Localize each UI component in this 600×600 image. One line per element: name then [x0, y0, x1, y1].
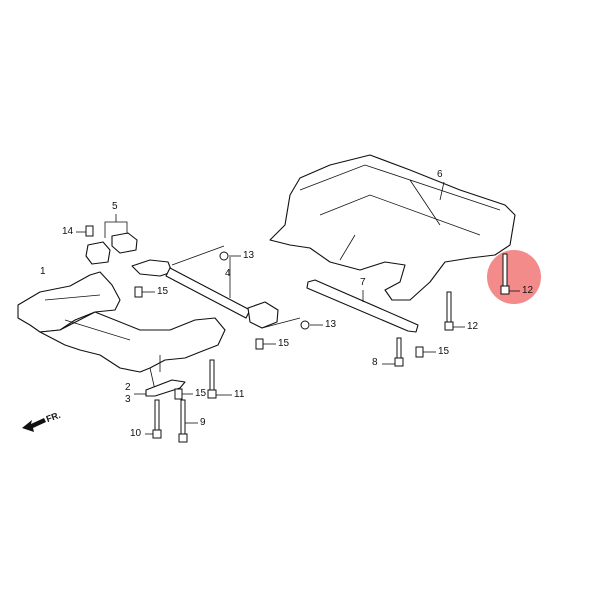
bolt-part-10[interactable]: [145, 399, 162, 439]
callout-5[interactable]: 5: [112, 201, 118, 212]
callout-14[interactable]: 14: [62, 226, 74, 237]
rear-subframe-part-6[interactable]: [269, 154, 516, 301]
bolt-part-12[interactable]: [444, 291, 465, 331]
bolt-part-11[interactable]: [207, 359, 232, 399]
callout-13[interactable]: 13: [325, 319, 337, 330]
bolt-part-15[interactable]: [134, 286, 155, 298]
bolt-part-15[interactable]: [415, 346, 436, 358]
callout-4[interactable]: 4: [225, 268, 231, 279]
callout-15[interactable]: 15: [278, 338, 290, 349]
callout-7[interactable]: 7: [360, 277, 366, 288]
callout-12[interactable]: 12: [467, 321, 479, 332]
bolt-part-14[interactable]: [76, 225, 94, 237]
brace-part-2-3[interactable]: [134, 379, 186, 397]
nut-part-13[interactable]: [300, 320, 323, 330]
callout-13[interactable]: 13: [243, 250, 255, 261]
callout-10[interactable]: 10: [130, 428, 142, 439]
front-direction-arrow-icon: [22, 418, 46, 432]
bolt-part-15[interactable]: [255, 338, 276, 350]
callout-6[interactable]: 6: [437, 169, 443, 180]
crossbar-part-7[interactable]: [306, 279, 419, 333]
callout-11[interactable]: 11: [234, 389, 245, 400]
bolt-part-15[interactable]: [174, 388, 193, 400]
callout-8[interactable]: 8: [372, 357, 378, 368]
callout-3[interactable]: 3: [125, 394, 131, 405]
callout-15[interactable]: 15: [438, 346, 450, 357]
bracket-part-5[interactable]: [85, 214, 138, 265]
callout-1[interactable]: 1: [40, 266, 46, 277]
callout-15[interactable]: 15: [157, 286, 169, 297]
callout-2[interactable]: 2: [125, 382, 131, 393]
bolt-part-9[interactable]: [178, 399, 198, 443]
callout-12-highlighted[interactable]: 12: [522, 285, 534, 296]
callout-9[interactable]: 9: [200, 417, 206, 428]
callout-15[interactable]: 15: [195, 388, 207, 399]
nut-part-13[interactable]: [219, 251, 241, 261]
bolt-part-12-highlighted[interactable]: [500, 253, 520, 295]
front-subframe-part-1[interactable]: [17, 271, 226, 391]
stiffener-bar-part-4[interactable]: [131, 245, 301, 329]
bolt-part-8[interactable]: [382, 337, 404, 367]
